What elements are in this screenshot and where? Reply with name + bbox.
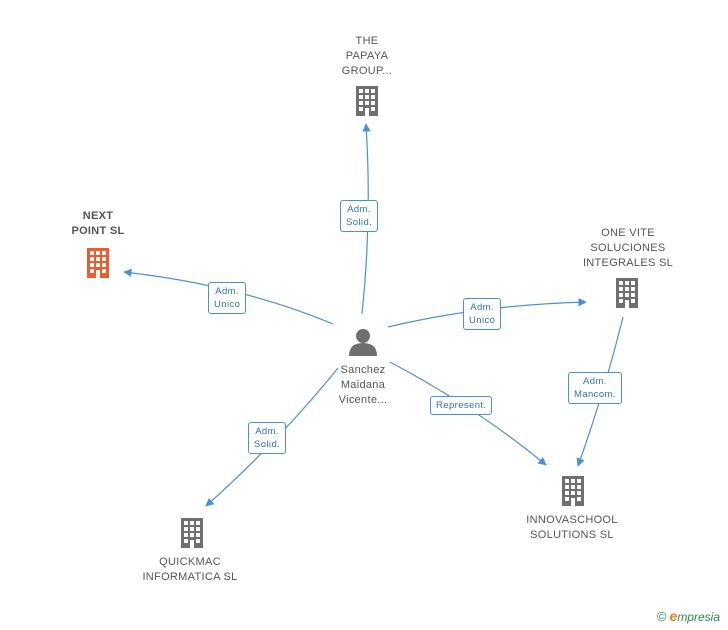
building-icon[interactable] xyxy=(356,86,378,116)
empresia-logo: ©empresia xyxy=(656,608,720,624)
edge-label-papaya: Adm. Solid. xyxy=(340,200,379,232)
building-icon[interactable] xyxy=(616,278,638,308)
building-icon[interactable] xyxy=(562,476,584,506)
company-label-quickmac[interactable]: QUICKMAC INFORMATICA SL xyxy=(142,556,238,583)
person-icon[interactable] xyxy=(349,329,377,356)
building-icon[interactable] xyxy=(87,248,109,278)
company-label-papaya[interactable]: THE PAPAYA GROUP... xyxy=(341,35,393,77)
company-label-innovaschool[interactable]: INNOVASCHOOL SOLUTIONS SL xyxy=(526,514,618,541)
company-label-one-vite[interactable]: ONE VITE SOLUCIONES INTEGRALES SL xyxy=(582,227,674,269)
edge-label-innovaschool: Represent. xyxy=(430,396,493,415)
building-icon[interactable] xyxy=(181,518,203,548)
edge-label-one-vite-innovaschool: Adm. Mancom. xyxy=(568,372,622,404)
company-label-next-point[interactable]: NEXT POINT SL xyxy=(71,210,125,237)
edge-label-one-vite: Adm. Unico xyxy=(463,298,502,330)
edge-label-quickmac: Adm. Solid. xyxy=(248,422,287,454)
edge-label-next-point: Adm. Unico xyxy=(208,282,247,314)
person-label[interactable]: Sanchez Maidana Vicente... xyxy=(338,364,388,406)
